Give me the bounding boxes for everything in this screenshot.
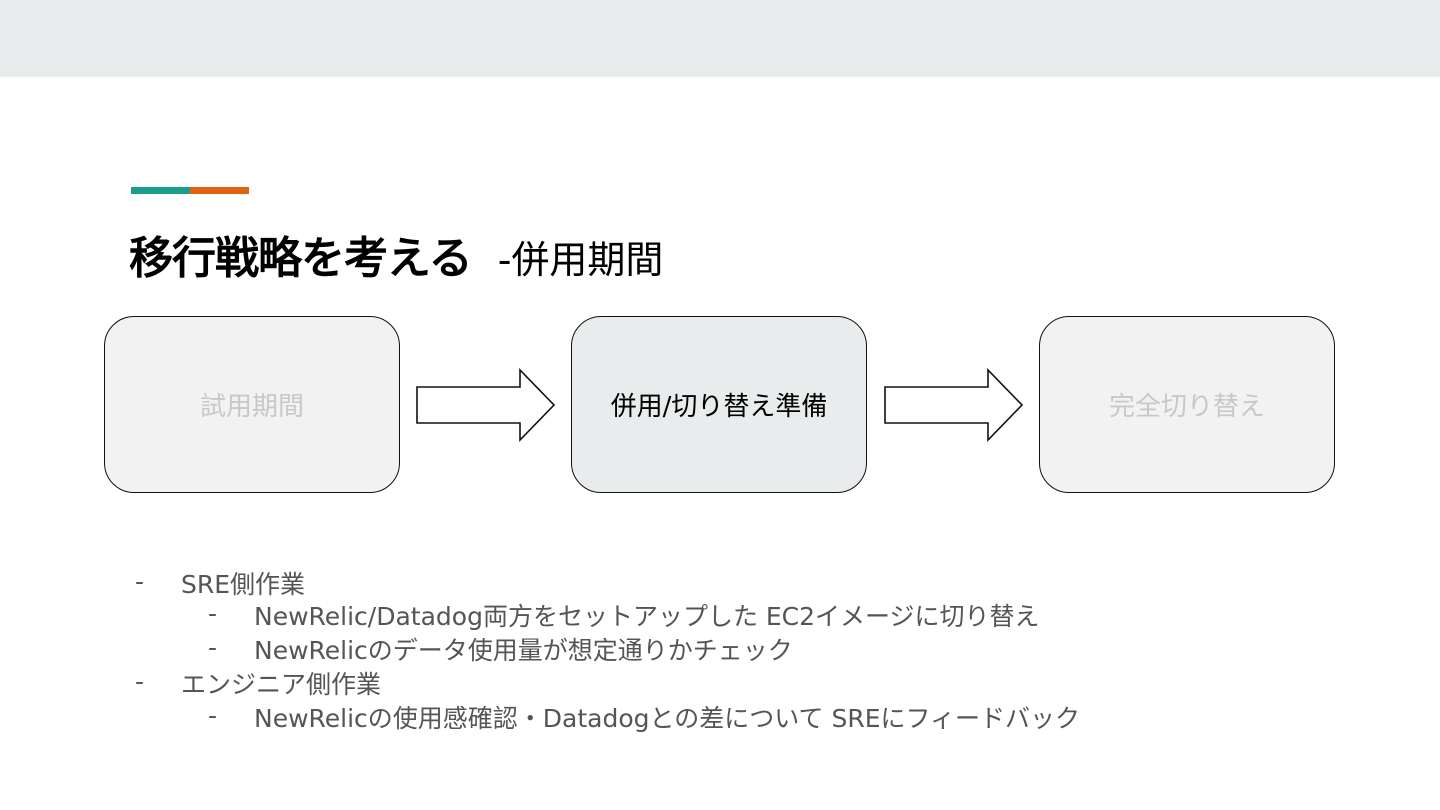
flow-step-label: 完全切り替え — [1108, 392, 1265, 422]
bullet-dash: - — [208, 701, 218, 730]
flow-step-trial: 試用期間 — [104, 316, 400, 493]
bullet-dash: - — [208, 599, 218, 628]
flow-step-full-switch: 完全切り替え — [1039, 316, 1335, 493]
header-band — [0, 0, 1440, 77]
bullet-dash: - — [135, 667, 145, 696]
flow-step-label: 試用期間 — [199, 392, 304, 422]
title-main: 移行戦略を考える — [129, 233, 473, 284]
bullet-sub-item: NewRelicのデータ使用量が想定通りかチェック — [254, 636, 793, 665]
flow-step-label: 併用/切り替え準備 — [610, 392, 828, 422]
title-subtitle: -併用期間 — [497, 238, 664, 282]
bullet-sub-item: NewRelicの使用感確認・Datadogとの差について SREにフィードバッ… — [254, 704, 1081, 733]
accent-bar-orange — [190, 187, 249, 194]
right-arrow-icon — [416, 368, 556, 442]
accent-bar-teal — [131, 187, 190, 194]
bullet-engineer-tasks: エンジニア側作業 — [181, 670, 382, 699]
bullet-sre-tasks: SRE側作業 — [181, 570, 306, 599]
bullet-dash: - — [135, 567, 145, 596]
right-arrow-icon — [884, 368, 1024, 442]
bullet-dash: - — [208, 633, 218, 662]
bullet-sub-item: NewRelic/Datadog両方をセットアップした EC2イメージに切り替え — [254, 602, 1040, 631]
flow-step-parallel: 併用/切り替え準備 — [571, 316, 867, 493]
slide-title: 移行戦略を考える -併用期間 — [129, 222, 663, 286]
